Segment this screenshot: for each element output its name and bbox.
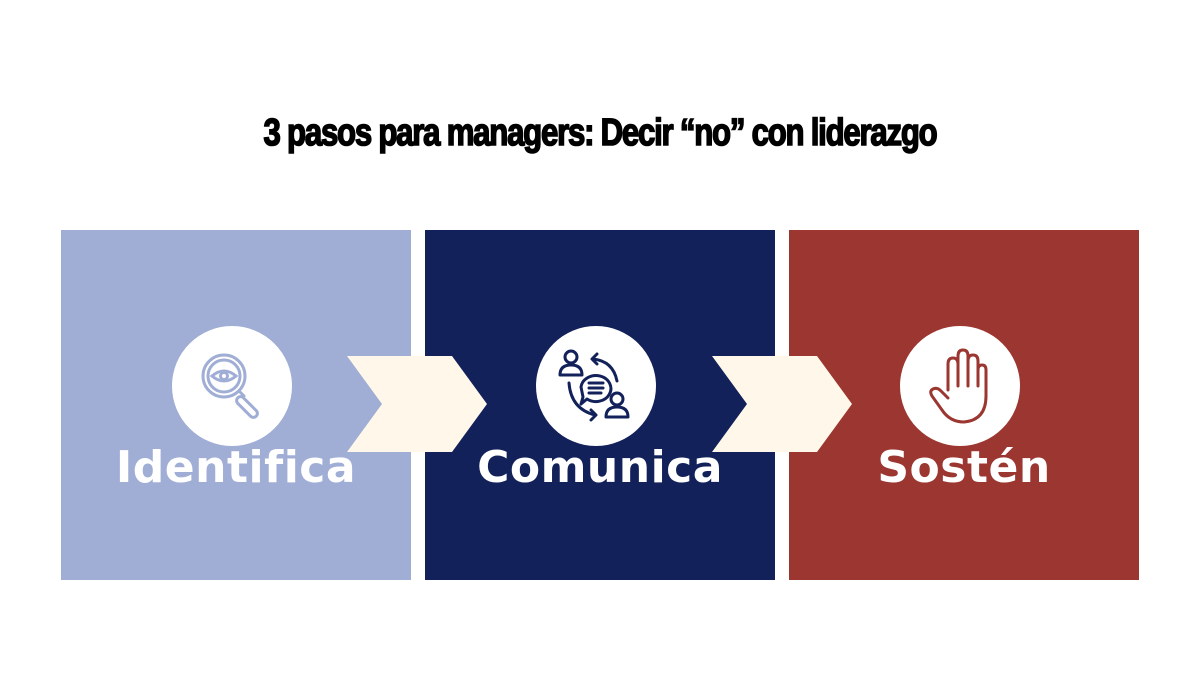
step-label: Comunica	[477, 442, 723, 493]
icon-circle	[900, 326, 1020, 446]
step-label: Sostén	[877, 442, 1051, 493]
raised-hand-icon	[929, 348, 988, 424]
chevron-right-icon	[712, 356, 852, 452]
magnifier-eye-icon	[201, 353, 259, 419]
chevron-right-icon	[347, 356, 487, 452]
page-title: 3 pasos para managers: Decir “no” con li…	[263, 111, 938, 155]
step-label: Identifica	[115, 442, 357, 493]
icon-circle	[536, 326, 656, 446]
conversation-exchange-icon	[558, 349, 630, 422]
icon-circle	[172, 326, 292, 446]
step-identifica: Identifica	[61, 230, 411, 580]
